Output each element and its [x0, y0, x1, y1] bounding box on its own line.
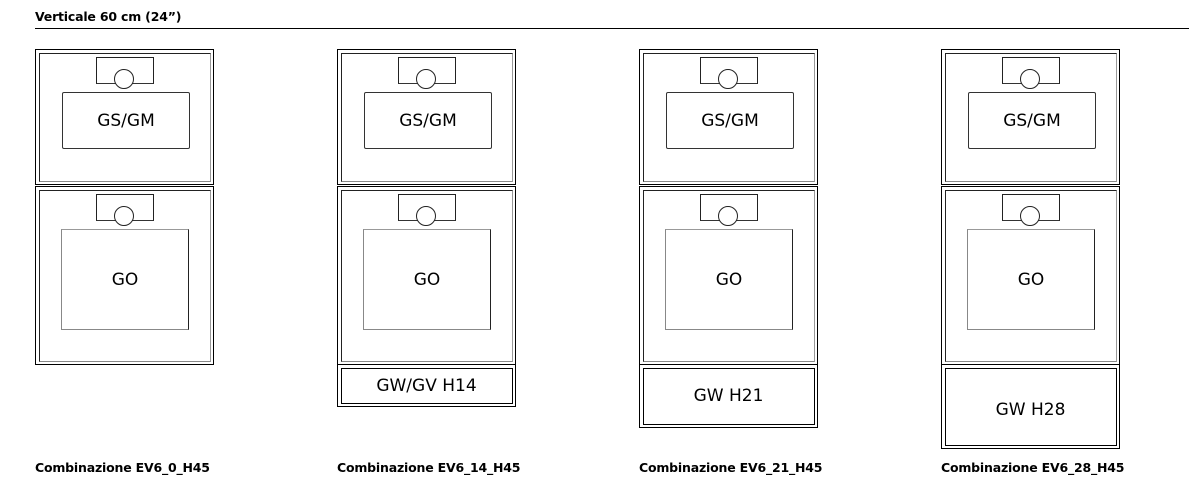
circle-knob-icon	[416, 69, 436, 89]
oven-window: GO	[967, 229, 1095, 330]
drawer-module: GW/GV H14	[337, 364, 516, 407]
section-divider	[35, 28, 1189, 29]
top-module-window: GS/GM	[666, 92, 794, 149]
top-module-window: GS/GM	[62, 92, 190, 149]
top-module-window: GS/GM	[968, 92, 1096, 149]
top-module: GS/GM	[941, 49, 1120, 185]
oven-module: GO	[941, 186, 1120, 365]
oven-module-label: GO	[111, 269, 139, 290]
top-module-label: GS/GM	[399, 110, 457, 131]
drawer-label: GW/GV H14	[376, 375, 477, 396]
drawer-module: GW H28	[941, 364, 1120, 449]
circle-knob-icon	[1020, 206, 1040, 226]
combination-caption: Combinazione EV6_21_H45	[639, 460, 823, 475]
circle-knob-icon	[718, 69, 738, 89]
circle-knob-icon	[114, 206, 134, 226]
combination-caption: Combinazione EV6_14_H45	[337, 460, 521, 475]
top-module-label: GS/GM	[1003, 110, 1061, 131]
circle-knob-icon	[114, 69, 134, 89]
top-module-label: GS/GM	[97, 110, 155, 131]
section-title: Verticale 60 cm (24”)	[35, 9, 182, 24]
top-module: GS/GM	[35, 49, 214, 185]
top-module-window: GS/GM	[364, 92, 492, 149]
drawer-module: GW H21	[639, 364, 818, 428]
top-module: GS/GM	[639, 49, 818, 185]
oven-module-label: GO	[1017, 269, 1045, 290]
drawer-label: GW H21	[693, 386, 764, 406]
combination-caption: Combinazione EV6_28_H45	[941, 460, 1125, 475]
circle-knob-icon	[416, 206, 436, 226]
combination-caption: Combinazione EV6_0_H45	[35, 460, 210, 475]
oven-window: GO	[61, 229, 189, 330]
top-module-label: GS/GM	[701, 110, 759, 131]
oven-window: GO	[363, 229, 491, 330]
oven-module: GO	[35, 186, 214, 365]
drawer-label: GW H28	[995, 399, 1066, 420]
oven-module-label: GO	[413, 269, 441, 290]
oven-window: GO	[665, 229, 793, 330]
oven-module-label: GO	[715, 269, 743, 290]
circle-knob-icon	[718, 206, 738, 226]
oven-module: GO	[337, 186, 516, 365]
top-module: GS/GM	[337, 49, 516, 185]
oven-module: GO	[639, 186, 818, 365]
circle-knob-icon	[1020, 69, 1040, 89]
